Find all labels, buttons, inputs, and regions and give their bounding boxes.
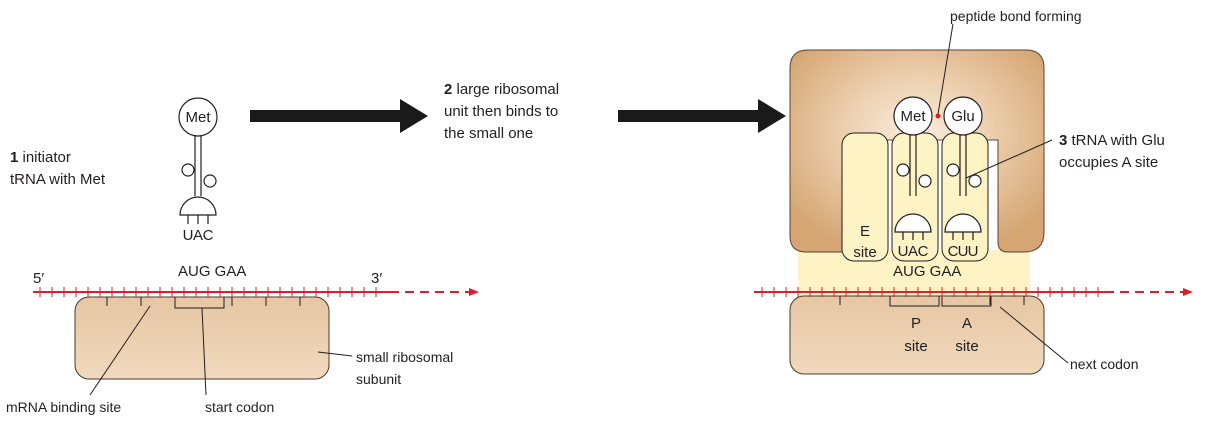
start-codon-site <box>174 297 225 309</box>
met-label: Met <box>900 108 926 125</box>
anticodon-base: U <box>958 243 969 260</box>
five-prime-label: 5′ <box>33 270 44 287</box>
small-ribosomal-subunit <box>789 295 1045 375</box>
small-ribosomal-subunit <box>74 296 330 380</box>
p-site-label-line2: site <box>904 338 927 355</box>
anticodon-base: U <box>968 243 979 260</box>
arrow-right-icon <box>250 99 428 133</box>
three-prime-label: 3′ <box>371 270 382 287</box>
small-subunit-leader <box>317 351 353 357</box>
arrow-right-icon <box>618 99 786 133</box>
step1-label-line2: tRNA with Met <box>10 171 106 188</box>
p-and-a-site-brackets <box>889 296 992 307</box>
step3-label-line2: occupies A site <box>1059 154 1158 171</box>
large-ribosomal-subunit <box>789 49 1045 253</box>
p-site-label: P <box>911 315 921 332</box>
small-subunit-label: small ribosomal <box>356 349 453 365</box>
anticodon-base: C <box>918 243 929 260</box>
anticodon-base: A <box>193 227 203 244</box>
right-panel: Met Glu U A C C U U AUG GAA E site P sit… <box>754 23 1193 375</box>
initiator-trna <box>178 97 218 224</box>
next-codon-label: next codon <box>1070 356 1139 372</box>
a-site-label: A <box>962 315 972 332</box>
glu-label: Glu <box>951 108 974 125</box>
glu-trna-a-site <box>943 96 983 240</box>
small-subunit-label-line2: subunit <box>356 371 401 387</box>
e-site-compartment <box>841 132 889 262</box>
mrna-ticks <box>761 287 1099 297</box>
step2-label-line3: the small one <box>444 125 533 142</box>
step1-label: 1 initiator <box>10 149 71 166</box>
a-site-label-line2: site <box>955 338 978 355</box>
anticodon-base: C <box>948 243 959 260</box>
anticodon-base: U <box>183 227 194 244</box>
trna-loop <box>181 163 195 177</box>
e-site-label: E <box>860 223 870 240</box>
anticodon-base: C <box>203 227 214 244</box>
mrna-binding-site-leader <box>89 305 151 396</box>
start-codon-leader <box>201 307 207 396</box>
trna-loop <box>203 174 217 188</box>
met-amino-acid-circle <box>178 97 218 137</box>
step-arrows <box>250 99 786 133</box>
peptide-bond-leader <box>937 23 954 115</box>
anticodon-base: U <box>898 243 909 260</box>
mrna-codons: AUG GAA <box>893 263 961 280</box>
met-trna-p-site <box>893 96 933 240</box>
mrna-binding-site-label: mRNA binding site <box>6 399 121 415</box>
left-panel: 1 initiator tRNA with Met Met U A C AUG … <box>6 97 479 415</box>
a-site-compartment <box>941 132 989 262</box>
peptide-bond-dot <box>935 113 941 119</box>
next-codon-leader <box>999 306 1069 364</box>
anticodon-base: A <box>908 243 918 260</box>
e-site-label-line2: site <box>853 244 876 261</box>
met-label: Met <box>185 109 211 126</box>
step3-leader <box>965 139 1053 179</box>
start-codon-label: start codon <box>205 399 274 415</box>
p-site-compartment <box>891 132 939 262</box>
step3-label: 3 tRNA with Glu <box>1059 132 1165 149</box>
step2-label: 2 large ribosomal <box>444 81 559 98</box>
peptide-bond-label: peptide bond forming <box>950 8 1082 24</box>
step2-label-line2: unit then binds to <box>444 103 558 120</box>
mrna-codons: AUG GAA <box>178 263 246 280</box>
mrna-ticks <box>39 287 377 297</box>
